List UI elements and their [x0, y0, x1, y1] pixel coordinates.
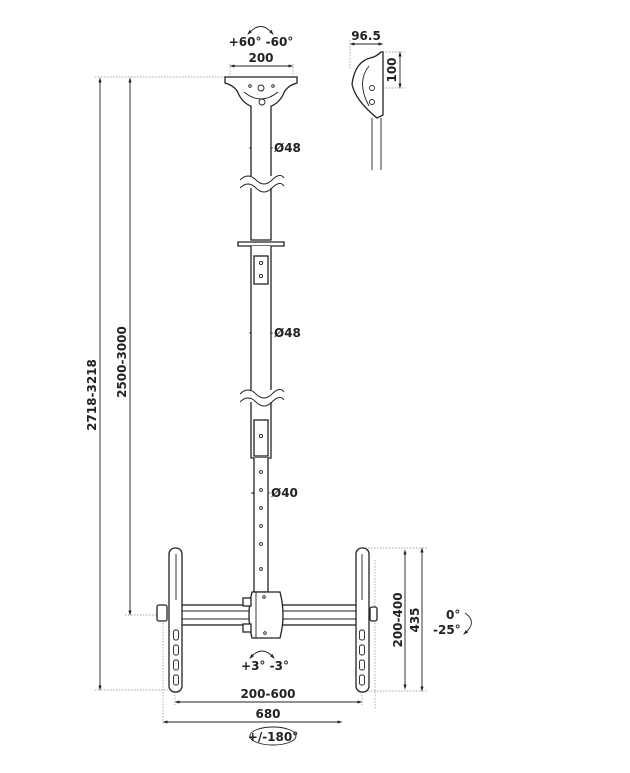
- tube-upper-label: Ø48: [274, 141, 301, 155]
- right-knob[interactable]: [369, 606, 378, 622]
- arm-width-label: 680: [255, 707, 280, 721]
- bracket-height-label: 435: [408, 607, 422, 632]
- swivel-label: +/-180°: [248, 730, 298, 744]
- ceiling-plate: [224, 76, 298, 109]
- tube-middle-label: Ø48: [274, 326, 301, 340]
- hub: [242, 591, 284, 639]
- tilt-top-arrow: [247, 26, 274, 36]
- side-view-bracket: [351, 51, 384, 170]
- tilt-right-label-b: -25°: [433, 623, 461, 637]
- upper-tube: [237, 106, 285, 247]
- total-height-label: 2718-3218: [85, 359, 99, 431]
- side-height-label: 100: [385, 57, 399, 82]
- pole-height-label: 2500-3000: [115, 326, 129, 398]
- swivel-arrow: [249, 726, 297, 746]
- left-vertical-rail: [156, 547, 183, 693]
- tilt-right-arrow: [462, 612, 472, 635]
- middle-tube: [239, 246, 285, 459]
- tube-lower-label: Ø40: [271, 486, 298, 500]
- tilt-right-label-a: 0°: [446, 608, 460, 622]
- level-adjust-label: +3° -3°: [241, 659, 289, 673]
- tilt-top-label: +60° -60°: [229, 35, 294, 49]
- level-adjust-arrow: [249, 650, 275, 659]
- side-depth-label: 96.5: [351, 29, 381, 43]
- left-knob[interactable]: [156, 604, 168, 622]
- vesa-horizontal-label: 200-600: [240, 687, 295, 701]
- vesa-vertical-label: 200-400: [391, 592, 405, 647]
- plate-width-label: 200: [248, 51, 273, 65]
- right-vertical-rail: [355, 547, 378, 693]
- lower-tube: [253, 458, 269, 593]
